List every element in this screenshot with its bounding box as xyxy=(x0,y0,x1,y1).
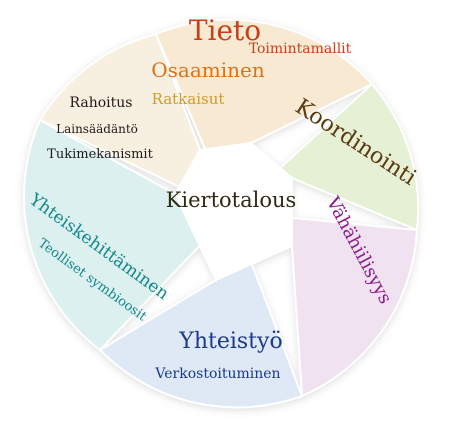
label-verkostoituminen: Verkostoituminen xyxy=(154,366,280,382)
center-label: Kiertotalous xyxy=(166,188,297,212)
label-toimintamallit: Toimintamallit xyxy=(249,41,352,57)
center-hexagon-inner xyxy=(184,154,282,268)
label-osaaminen: Osaaminen xyxy=(151,58,265,82)
segment-yhteiskehittaminen xyxy=(22,118,234,352)
label-rahoitus: Rahoitus xyxy=(70,95,133,111)
label-ratkaisut: Ratkaisut xyxy=(152,90,225,108)
label-tukimekanismit: Tukimekanismit xyxy=(47,147,153,162)
label-tieto: Tieto xyxy=(189,14,261,47)
label-yhteistyo: Yhteistyö xyxy=(178,329,282,354)
segment-vahahiilisyys xyxy=(228,176,419,398)
label-lainsaadanto: Lainsäädäntö xyxy=(56,122,138,136)
